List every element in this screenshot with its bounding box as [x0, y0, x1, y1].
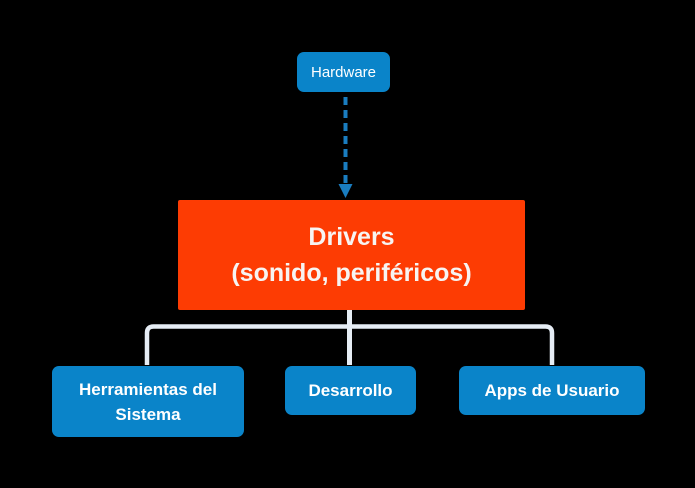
node-desarrollo-label: Desarrollo — [308, 380, 393, 400]
node-drivers[interactable]: Drivers (sonido, periféricos) — [178, 200, 525, 310]
node-apps-label: Apps de Usuario — [484, 380, 620, 400]
node-apps-de-usuario[interactable]: Apps de Usuario — [459, 366, 645, 415]
node-herramientas-label: Herramientas del Sistema — [79, 379, 217, 424]
arrowhead-icon — [338, 184, 353, 198]
node-desarrollo[interactable]: Desarrollo — [285, 366, 416, 415]
node-herramientas-del-sistema[interactable]: Herramientas del Sistema — [52, 366, 244, 437]
node-drivers-label-line2: (sonido, periféricos) — [231, 259, 472, 287]
node-drivers-label-line1: Drivers — [308, 223, 395, 251]
node-hardware[interactable]: Hardware — [297, 52, 390, 92]
drivers-branch-connector — [144, 324, 555, 365]
node-hardware-label: Hardware — [310, 63, 377, 81]
